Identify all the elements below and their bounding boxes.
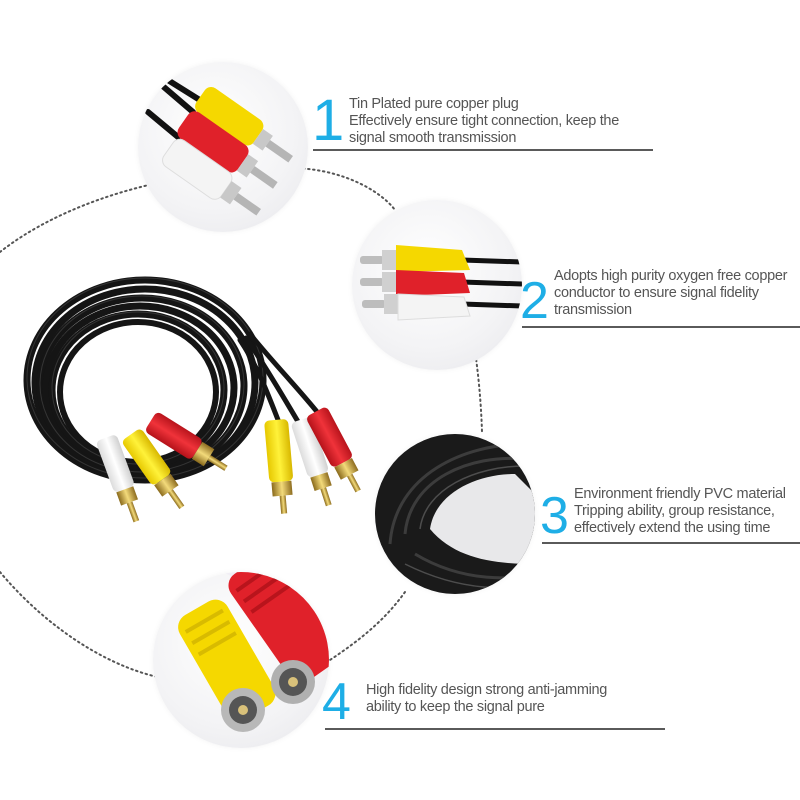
feature-3-underline xyxy=(542,542,800,544)
feature-1-image-circle xyxy=(138,62,308,232)
feature-2-line-3: transmission xyxy=(554,302,632,318)
feature-3-description: Environment friendly PVC material Trippi… xyxy=(574,486,786,537)
feature-1-underline xyxy=(313,149,653,151)
feature-2-underline xyxy=(522,326,800,328)
rca-plugs-angled-icon xyxy=(145,74,293,216)
feature-4-line-1: High fidelity design strong anti-jamming xyxy=(366,682,608,698)
feature-4-underline xyxy=(325,728,665,730)
rca-plugs-side-icon xyxy=(360,245,522,321)
feature-1-description: Tin Plated pure copper plug Effectively … xyxy=(349,96,619,147)
main-product-image xyxy=(10,260,380,550)
feature-1-number: 1 xyxy=(312,88,345,153)
feature-1-title: Tin Plated pure copper plug xyxy=(349,96,519,112)
feature-4-number: 4 xyxy=(322,673,351,731)
feature-3-line-2: Tripping ability, group resistance, xyxy=(574,503,775,519)
feature-3-line-3: effectively extend the using time xyxy=(574,520,771,536)
feature-4-image-circle xyxy=(153,572,329,748)
av-cable-illustration xyxy=(23,276,361,523)
feature-2-line-2: conductor to ensure signal fidelity xyxy=(554,285,759,301)
feature-2-description: Adopts high purity oxygen free copper co… xyxy=(554,268,787,319)
feature-2-image-circle xyxy=(352,200,522,370)
feature-3-number: 3 xyxy=(540,487,569,545)
feature-4-description: High fidelity design strong anti-jamming… xyxy=(366,682,607,716)
feature-1-line-2: Effectively ensure tight connection, kee… xyxy=(349,113,619,129)
left-plug-group xyxy=(97,412,228,523)
cable-coil-closeup-icon xyxy=(375,434,535,594)
feature-1-line-3: signal smooth transmission xyxy=(349,130,517,146)
feature-2-line-1: Adopts high purity oxygen free copper xyxy=(554,268,788,284)
feature-4-line-2: ability to keep the signal pure xyxy=(366,699,545,715)
right-plug-group xyxy=(264,407,361,514)
feature-3-line-1: Environment friendly PVC material xyxy=(574,486,786,502)
feature-2-number: 2 xyxy=(520,272,549,330)
rca-plug-tips-icon xyxy=(178,572,329,732)
feature-3-image-circle xyxy=(375,434,535,594)
